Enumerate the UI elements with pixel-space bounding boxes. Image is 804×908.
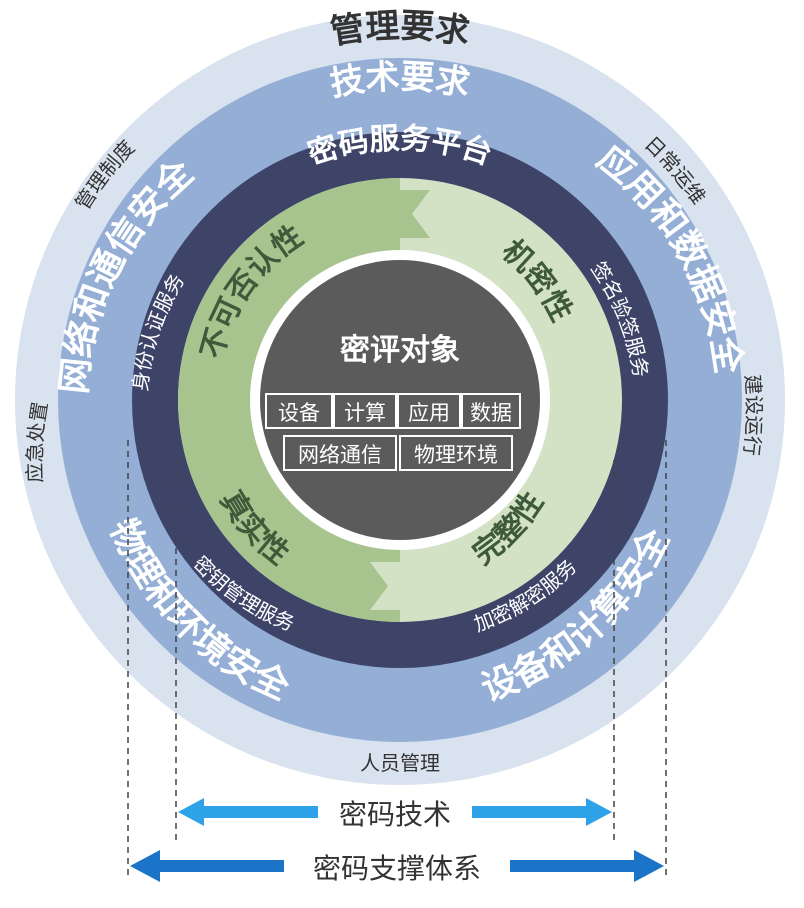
core-object-label: 应用 [408, 401, 450, 425]
crypto-system-label: 密码支撑体系 [313, 852, 481, 885]
core-object-label: 物理环境 [414, 443, 498, 467]
core-object-box [399, 435, 513, 471]
crypto-tech-arrow-right [472, 798, 612, 826]
core-object-row-1: 设备 计算 应用 数据 [265, 393, 521, 429]
guide-lines [127, 440, 667, 880]
crypto-system-arrow: 密码支撑体系 [130, 850, 664, 885]
crypto-system-arrow-left [130, 850, 284, 882]
core-object-label: 计算 [344, 401, 386, 425]
core-object-box [461, 393, 521, 429]
flow-arrow-top [386, 190, 430, 238]
crypto-tech-label: 密码技术 [339, 798, 451, 831]
core-object-label: 网络通信 [298, 443, 382, 467]
crypto-system-arrow-right [510, 850, 664, 882]
crypto-tech-arrow: 密码技术 [178, 798, 612, 831]
core-object-label: 设备 [278, 401, 320, 425]
core-title: 密评对象 [340, 333, 460, 368]
core-object-box [265, 393, 333, 429]
flow-arrow-bottom [370, 562, 414, 610]
core-object-box [333, 393, 397, 429]
core-object-box [283, 435, 397, 471]
flow-arrow-right [590, 388, 612, 432]
core-object-box [397, 393, 461, 429]
management-item-4: 人员管理 [360, 751, 440, 775]
core-object-label: 数据 [470, 401, 512, 425]
core-object-row-2: 网络通信 物理环境 [283, 435, 513, 471]
crypto-tech-arrow-left [178, 798, 318, 826]
flow-arrow-left [188, 368, 210, 412]
